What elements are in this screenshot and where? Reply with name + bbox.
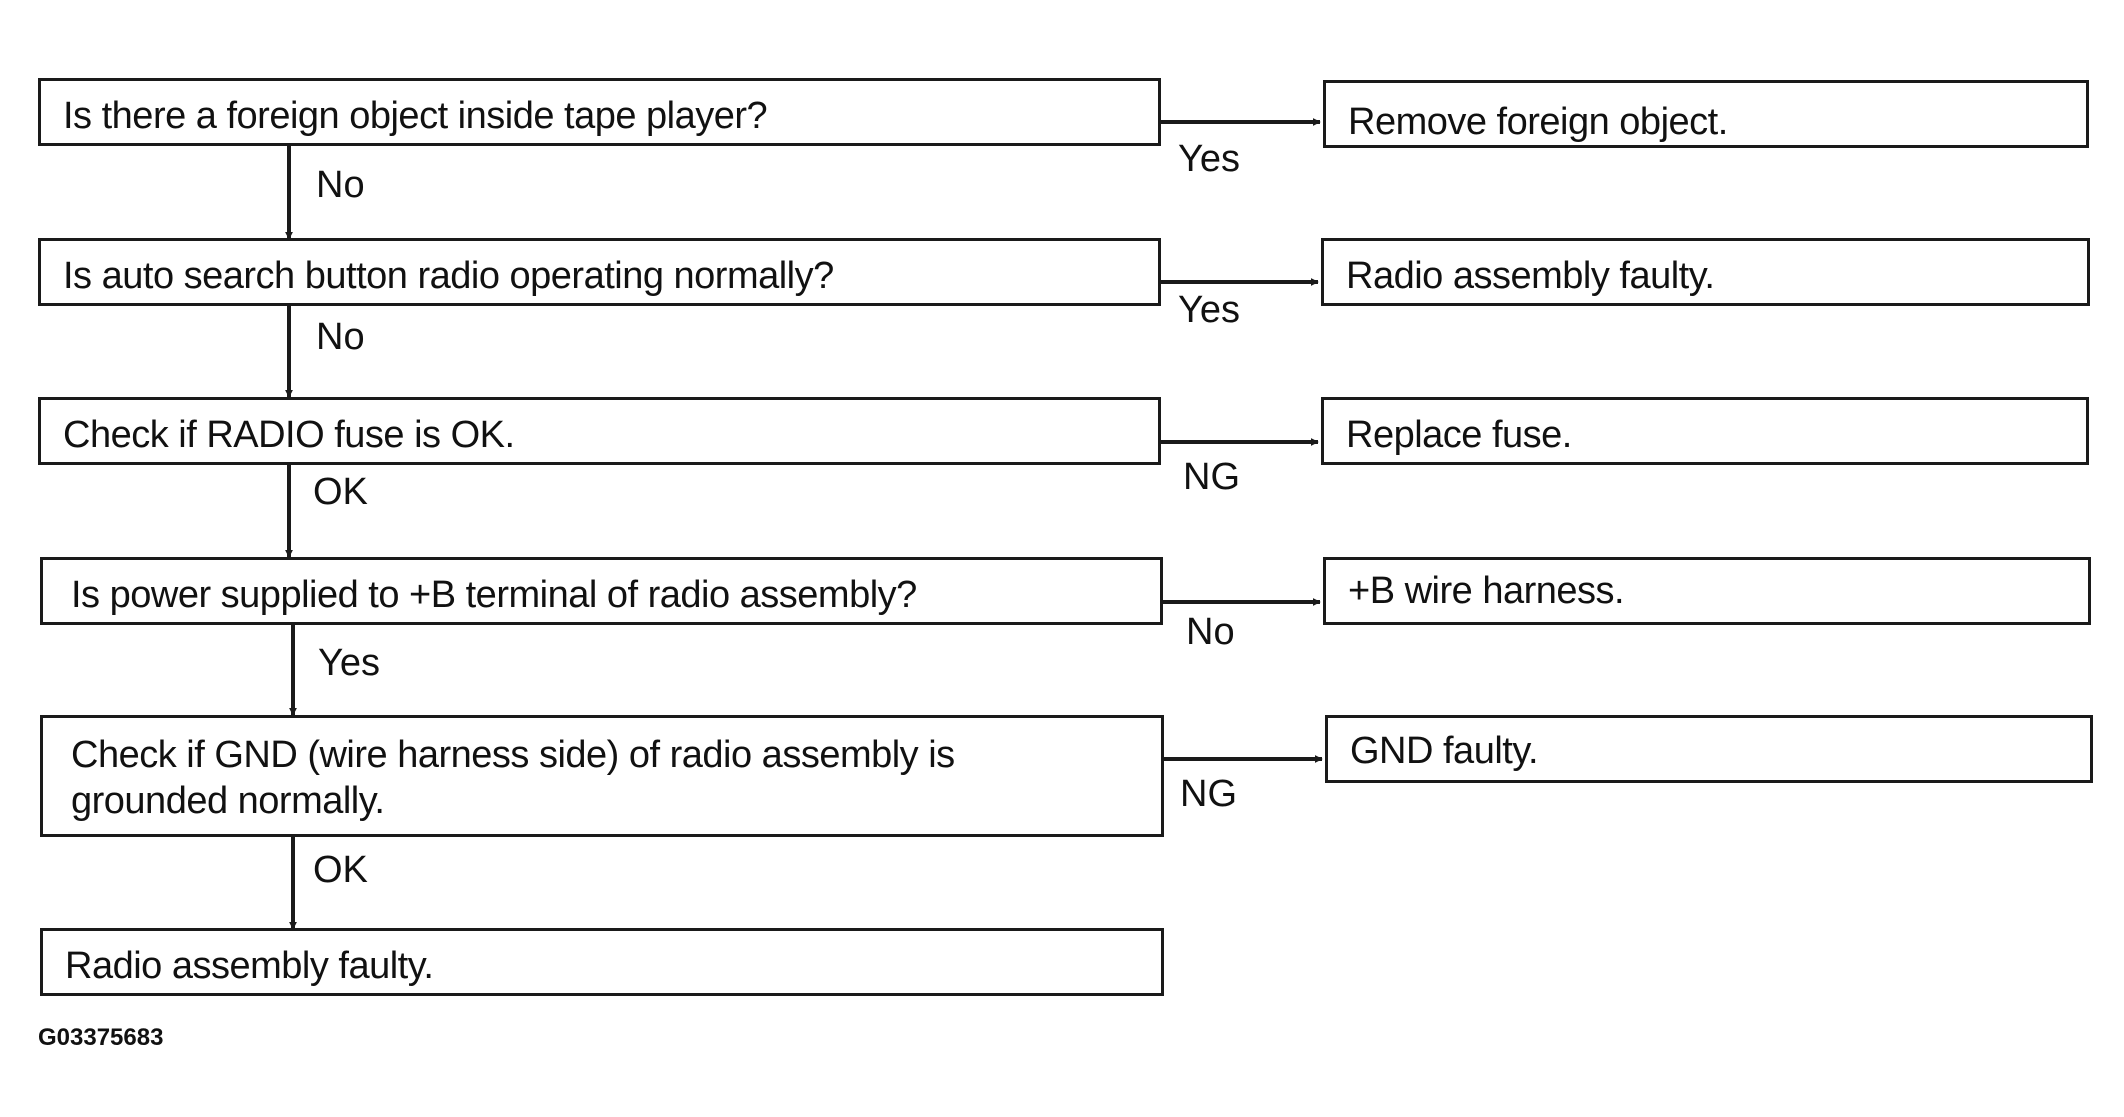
question-box-4: Is power supplied to +B terminal of radi…: [40, 557, 1163, 625]
branch-label-1: Yes: [1178, 138, 1240, 180]
question-box-3: Check if RADIO fuse is OK.: [38, 397, 1161, 465]
question-box-2: Is auto search button radio operating no…: [38, 238, 1161, 306]
down-label-3: OK: [313, 471, 368, 513]
result-box-3: Replace fuse.: [1321, 397, 2089, 465]
branch-label-3: NG: [1183, 456, 1240, 498]
question-box-5: Check if GND (wire harness side) of radi…: [40, 715, 1164, 837]
final-result-box: Radio assembly faulty.: [40, 928, 1164, 996]
result-box-1: Remove foreign object.: [1323, 80, 2089, 148]
figure-code: G03375683: [38, 1024, 164, 1051]
result-box-4: +B wire harness.: [1323, 557, 2091, 625]
down-label-5: OK: [313, 849, 368, 891]
branch-label-5: NG: [1180, 773, 1237, 815]
down-label-4: Yes: [318, 642, 380, 684]
down-label-1: No: [316, 164, 365, 206]
question-box-1: Is there a foreign object inside tape pl…: [38, 78, 1161, 146]
down-label-2: No: [316, 316, 365, 358]
branch-label-4: No: [1186, 611, 1235, 653]
result-box-5: GND faulty.: [1325, 715, 2093, 783]
result-box-2: Radio assembly faulty.: [1321, 238, 2090, 306]
branch-label-2: Yes: [1178, 289, 1240, 331]
